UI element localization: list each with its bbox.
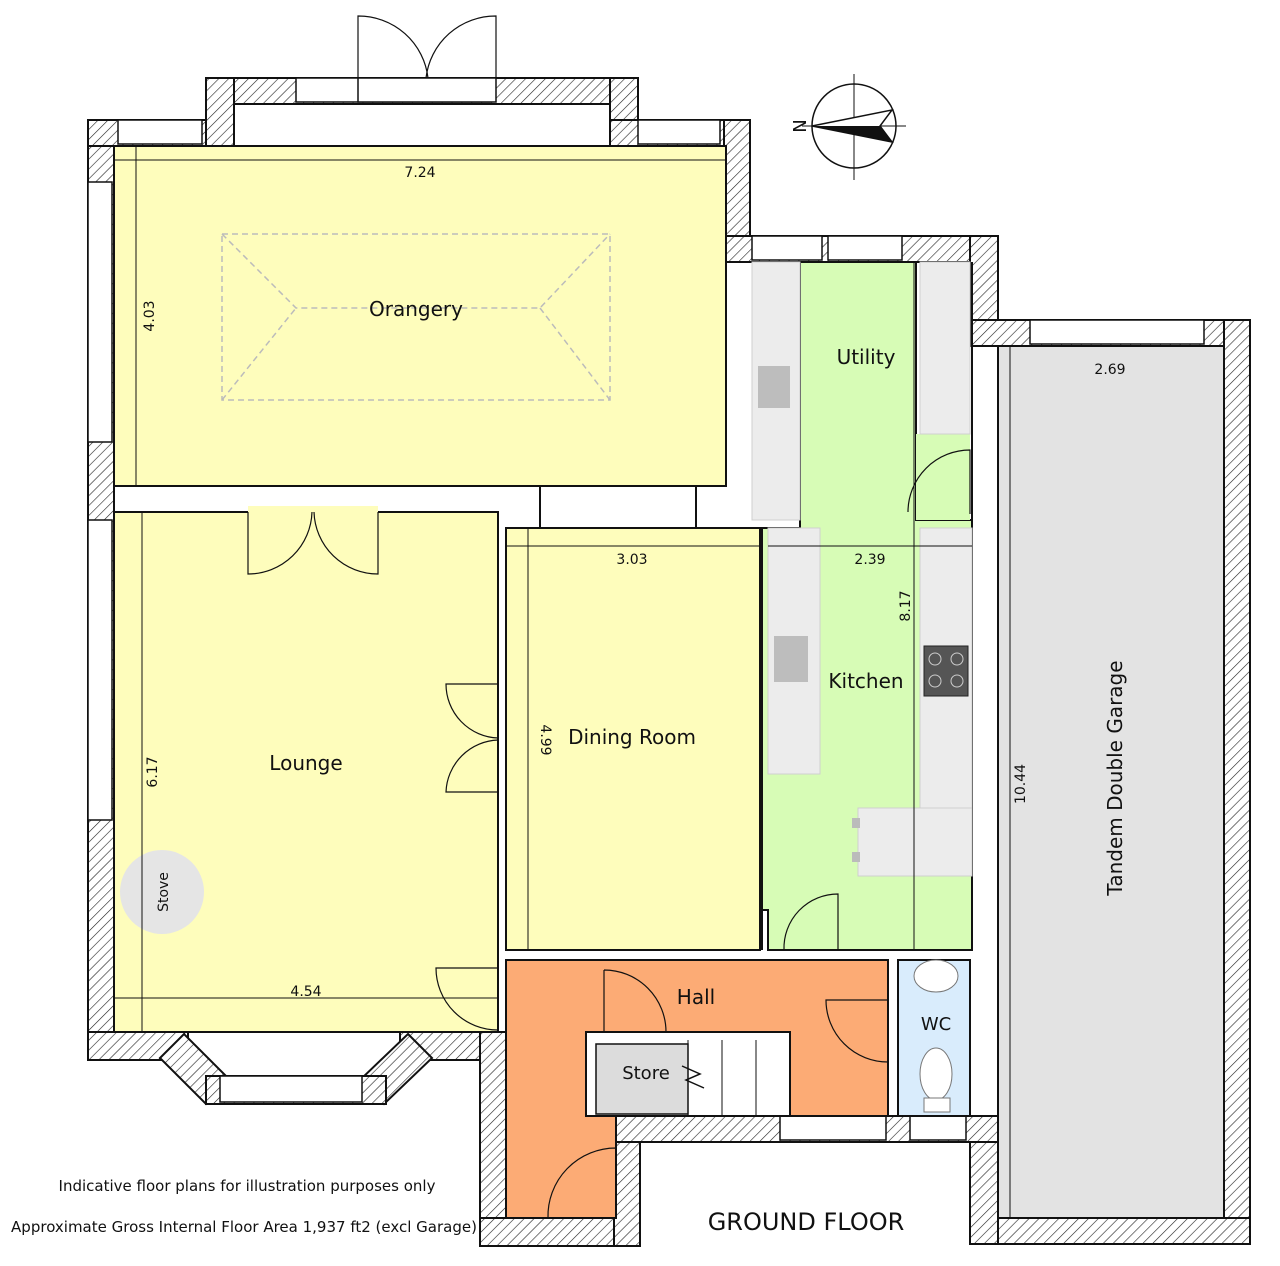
garage-length-dim: 10.44	[1013, 764, 1029, 804]
hall-label: Hall	[677, 985, 715, 1009]
dimension-lines	[114, 146, 1224, 1218]
garage-width-dim: 2.69	[1094, 362, 1125, 378]
wc-label: WC	[921, 1014, 951, 1035]
dining-depth-dim: 4.99	[537, 724, 553, 755]
kitchen-length-dim: 8.17	[898, 590, 914, 621]
lounge-label: Lounge	[269, 751, 342, 775]
floor-area-text: Approximate Gross Internal Floor Area 1,…	[11, 1218, 477, 1236]
orangery-label: Orangery	[369, 297, 463, 321]
lounge-depth-dim: 6.17	[145, 756, 161, 787]
compass-north-label: N	[790, 119, 811, 132]
compass: N	[790, 74, 906, 180]
store-floor	[595, 1043, 689, 1115]
orangery-floor	[113, 145, 727, 487]
utility-label: Utility	[837, 345, 896, 369]
sink	[758, 366, 790, 408]
roof-lantern	[221, 233, 611, 401]
garage-floor	[997, 345, 1225, 1219]
floor-title: GROUND FLOOR	[708, 1208, 905, 1236]
dining-floor	[505, 527, 761, 951]
kitchen-width-dim: 2.39	[854, 552, 885, 568]
store-label: Store	[622, 1063, 670, 1084]
kitchen-units	[751, 261, 973, 877]
lounge-floor	[113, 511, 499, 1033]
footer: Indicative floor plans for illustration …	[11, 1177, 904, 1236]
kitchen-label: Kitchen	[828, 669, 903, 693]
basin	[913, 959, 959, 993]
stove-label: Stove	[156, 872, 172, 912]
dimension-labels: 7.24 4.03 2.69 10.44 3.03 4.99 2.39 8.17…	[142, 165, 1126, 1000]
garage-label: Tandem Double Garage	[1103, 660, 1127, 896]
wc-fixtures	[913, 959, 959, 1113]
lounge-width-dim: 4.54	[290, 984, 321, 1000]
doors	[247, 449, 971, 1219]
orangery-width-dim: 7.24	[404, 165, 435, 181]
stove	[120, 850, 204, 934]
dining-width-dim: 3.03	[616, 552, 647, 568]
room-labels: Orangery Utility Lounge Dining Room Kitc…	[156, 297, 1127, 1084]
store-and-stairs	[585, 1031, 791, 1117]
kitchen-sink	[774, 636, 808, 682]
hob	[923, 645, 969, 697]
orangery-french-doors	[357, 15, 497, 103]
disclaimer-text: Indicative floor plans for illustration …	[59, 1177, 436, 1195]
dining-room-label: Dining Room	[568, 725, 696, 749]
orangery-depth-dim: 4.03	[142, 300, 158, 331]
toilet	[919, 1047, 953, 1101]
